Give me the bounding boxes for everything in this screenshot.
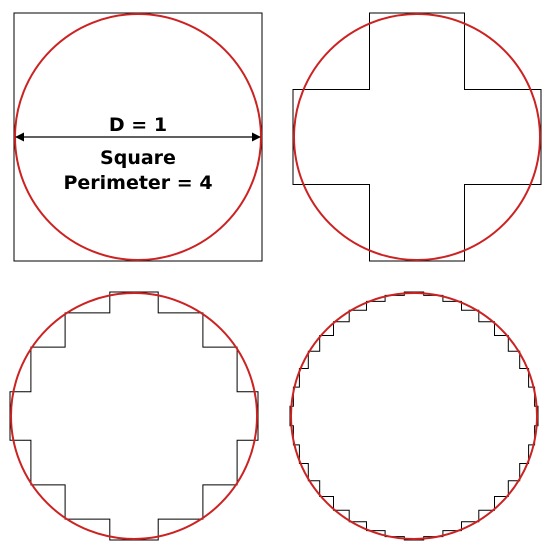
panel-square	[13, 12, 263, 262]
perimeter-label: Perimeter = 4	[63, 172, 212, 194]
square-outline	[13, 12, 263, 262]
panel-one-cut	[292, 12, 542, 262]
panel-three-cuts	[9, 291, 259, 541]
unit-circle	[293, 13, 541, 261]
diameter-label: D = 1	[109, 114, 167, 136]
panel-many-cuts	[289, 291, 539, 541]
shape-label: Square	[100, 147, 176, 169]
unit-circle	[14, 13, 262, 261]
unit-circle	[290, 292, 538, 540]
unit-circle	[10, 292, 258, 540]
